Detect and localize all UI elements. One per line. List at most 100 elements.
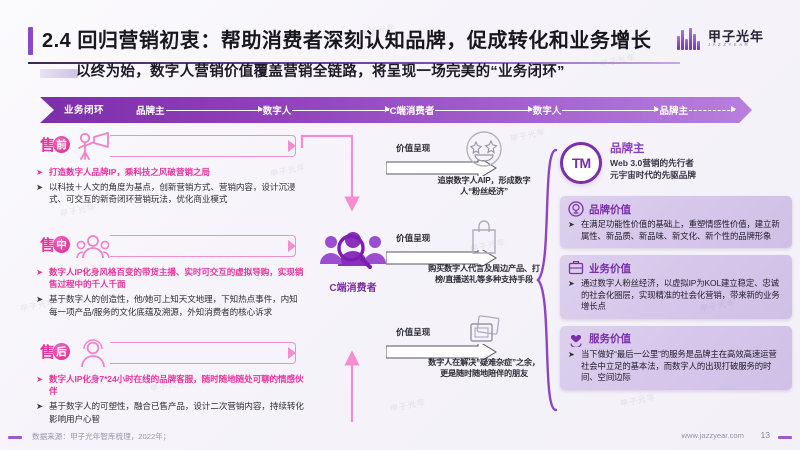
consumer-node: C端消费者 [310, 226, 396, 294]
slide-header: 2.4 回归营销初衷：帮助消费者深刻认知品牌，促成转化和业务增长 甲子光年 JA… [0, 12, 800, 64]
headset-person-icon [76, 339, 110, 369]
stage-bullet-secondary: ➤ 基于数字人的可塑性，融合已售产品，设计二次营销内容，持续转化影响用户心智 [36, 400, 304, 424]
megaphone-person-icon [76, 132, 110, 162]
subtitle-dash-decoration [40, 69, 78, 78]
value-outcome-node: 购买数字人代言及周边产品、打榜/直播送礼等多种支持手段 [428, 218, 540, 285]
stage-badge: 售 前 [40, 134, 71, 155]
stage-badge-char2: 后 [53, 343, 71, 360]
value-card-business: 业务价值 ➤ 通过数字人粉丝经济，以虚拟IP为KOL建立稳定、忠诚的社会化圈层，… [560, 255, 792, 319]
chevron-right-icon: ➤ [36, 267, 44, 277]
flow-connector-3 [562, 106, 660, 113]
title-accent-bar [28, 27, 33, 55]
stage-bullets: ➤ 数字人IP化身7*24小时在线的品牌客服，随时随地随处可聊的情感伙伴 ➤ 基… [32, 373, 304, 425]
consumer-search-icon [320, 232, 386, 270]
stage-bullet-primary: ➤ 数字人IP化身7*24小时在线的品牌客服，随时随地随处可聊的情感伙伴 [36, 373, 304, 397]
flow-step-3: 数字人 [532, 106, 562, 117]
value-outcome-node: 追崇数字人AIP，形成数字人“粉丝经济” [428, 130, 540, 197]
page-title: 2.4 回归营销初衷：帮助消费者深刻认知品牌，促成转化和业务增长 [42, 30, 652, 52]
value-card-title: 服务价值 [589, 333, 631, 346]
chevron-right-icon: ➤ [568, 279, 575, 289]
flow-connector-4 [689, 106, 736, 113]
value-card-title: 业务价值 [589, 262, 631, 275]
flow-step-0: 品牌主 [136, 106, 165, 117]
stage-bullet-text: 基于数字人的可塑性，融合已售产品，设计二次营销内容，持续转化影响用户心智 [49, 401, 304, 424]
stage-bullets: ➤ 打造数字人品牌IP，乘科技之风破营销之局 ➤ 以科技＋人文的角度为基点，创新… [32, 166, 304, 206]
value-flow-arrow-icon [386, 250, 497, 266]
brand-owner-subtitle-line1: Web 3.0营销的先行者 [610, 158, 694, 168]
stage-header: 售 前 [32, 132, 304, 166]
stage-bullet-text: 数字人IP化身风格百变的带货主播、实时可交互的虚拟导购，实现销售过程中的千人千面 [49, 267, 304, 290]
flow-connector-2 [435, 106, 533, 113]
stage-badge-char1: 售 [40, 237, 56, 254]
center-diagram: C端消费者 价值呈现 追崇数字人AIP，形成数字人“粉丝经济” 价值呈现 购买数… [300, 130, 540, 430]
stage-badge-char1: 售 [40, 344, 56, 361]
stage-badge: 售 中 [40, 234, 71, 255]
value-flow-label: 价值呈现 [396, 327, 431, 337]
chevron-right-icon: ➤ [568, 349, 575, 359]
arrow-head-icon [288, 140, 296, 152]
value-flow-label: 价值呈现 [396, 143, 431, 153]
value-card-title: 品牌价值 [589, 203, 631, 216]
stage-bullet-text: 基于数字人的创造性，他/她可上知天文地理，下知热点事件，内知每一项产品/服务的文… [49, 294, 298, 317]
value-flow-label: 价值呈现 [396, 233, 431, 243]
logo-text-cn: 甲子光年 [708, 28, 765, 44]
flow-connector-0 [165, 106, 264, 113]
flow-step-2: C端消费者 [389, 106, 435, 117]
consumer-label: C端消费者 [329, 283, 377, 294]
brand-owner-title: 品牌主 [610, 143, 645, 155]
briefcase-icon [568, 261, 584, 275]
stage-bullet-primary: ➤ 打造数字人品牌IP，乘科技之风破营销之局 [36, 166, 304, 178]
business-loop-banner: 业务闭环 品牌主 数字人 C端消费者 数字人 品牌主 [40, 97, 778, 123]
value-card-text: 当下做好“最后一公里”的服务是品牌主在高效高速运营社会中立足的基本法，而数字人的… [581, 348, 777, 383]
value-card-service: 服务价值 ➤ 当下做好“最后一公里”的服务是品牌主在高效高速运营社会中立足的基本… [560, 325, 792, 390]
footer-left-tick [8, 436, 22, 439]
value-outcome-text: 数字人在解决“疑难杂症”之余，更是随时随地陪伴的朋友 [428, 358, 540, 378]
stage-badge-char2: 前 [53, 136, 71, 153]
footer-page-number: 13 [760, 430, 770, 440]
brand-owner-header: TM 品牌主 Web 3.0营销的先行者 元宇宙时代的先驱品牌 [560, 140, 792, 196]
footer-right-tick [778, 436, 792, 439]
value-card-header: 服务价值 [568, 331, 784, 347]
stage-rail-arrow [110, 135, 296, 157]
logo-bars-icon [676, 26, 702, 52]
value-card-header: 业务价值 [568, 260, 784, 276]
brand-value-panel: TM 品牌主 Web 3.0营销的先行者 元宇宙时代的先驱品牌 品牌价值 ➤ 在… [560, 140, 792, 397]
stage-header: 售 中 [32, 232, 304, 266]
subtitle-text: 以终为始，数字人营销价值覆盖营销全链路，将呈现一场完美的“业务闭环” [76, 64, 565, 80]
pink-loop-arrows [300, 134, 360, 422]
footer-website: www.jazzyear.com [681, 431, 744, 440]
stage-card-aftersale: 售 后 ➤ 数字人IP化身7*24小时在线的品牌客服，随时随地随处可聊的情感伙伴… [32, 339, 304, 428]
heart-hand-icon [570, 334, 582, 347]
stage-bullet-text: 以科技＋人文的角度为基点，创新营销方式、营销内容，设计沉浸式、可交互的新奇闭环营… [49, 182, 296, 205]
flow-step-list: 品牌主 数字人 C端消费者 数字人 品牌主 [136, 97, 736, 123]
curly-brace-divider [536, 148, 558, 412]
photo-cards-icon [470, 315, 500, 342]
stage-bullet-primary: ➤ 数字人IP化身风格百变的带货主播、实时可交互的虚拟导购，实现销售过程中的千人… [36, 266, 304, 290]
arrow-head-icon [288, 240, 296, 252]
value-card-brand: 品牌价值 ➤ 在满足功能性价值的基础上，重塑情感性价值，建立新属性、新品质、新品… [560, 196, 792, 249]
stage-bullet-secondary: ➤ 以科技＋人文的角度为基点，创新营销方式、营销内容，设计沉浸式、可交互的新奇闭… [36, 181, 304, 205]
stage-badge-char1: 售 [40, 137, 56, 154]
stage-bullet-text: 数字人IP化身7*24小时在线的品牌客服，随时随地随处可聊的情感伙伴 [49, 374, 304, 397]
stage-list: 售 前 ➤ 打造数字人品牌IP，乘科技之风破营销之局 ➤ [32, 132, 304, 424]
value-card-text: 在满足功能性价值的基础上，重塑情感性价值，建立新属性、新品质、新品味、新文化、新… [581, 219, 780, 241]
value-card-body: ➤ 当下做好“最后一公里”的服务是品牌主在高效高速运营社会中立足的基本法，而数字… [568, 349, 784, 384]
group-people-icon [76, 232, 110, 262]
logo-text-en: JAZZYEAR [708, 42, 751, 48]
value-card-text: 通过数字人粉丝经济，以虚拟IP为KOL建立稳定、忠诚的社会化圈层，实现精准的社会… [581, 278, 780, 312]
stage-bullet-secondary: ➤ 基于数字人的创造性，他/她可上知天文地理，下知热点事件，内知每一项产品/服务… [36, 293, 304, 317]
subtitle-block: 以终为始，数字人营销价值覆盖营销全链路，将呈现一场完美的“业务闭环” [28, 56, 768, 86]
chevron-right-icon: ➤ [36, 294, 44, 305]
value-outcome-text: 购买数字人代言及周边产品、打榜/直播送礼等多种支持手段 [428, 264, 540, 284]
stage-header: 售 后 [32, 339, 304, 373]
value-flow-arrow-icon [386, 344, 497, 360]
chevron-right-icon: ➤ [36, 182, 44, 193]
chevron-right-icon: ➤ [36, 401, 44, 412]
header-divider [28, 62, 680, 64]
stage-rail-arrow [110, 342, 296, 364]
star-face-icon [466, 131, 502, 167]
stage-badge: 售 后 [40, 341, 71, 362]
arrow-head-icon [288, 347, 296, 359]
brand-logo: 甲子光年 JAZZYEAR [676, 22, 784, 56]
value-outcome-text: 追崇数字人AIP，形成数字人“粉丝经济” [437, 176, 531, 196]
